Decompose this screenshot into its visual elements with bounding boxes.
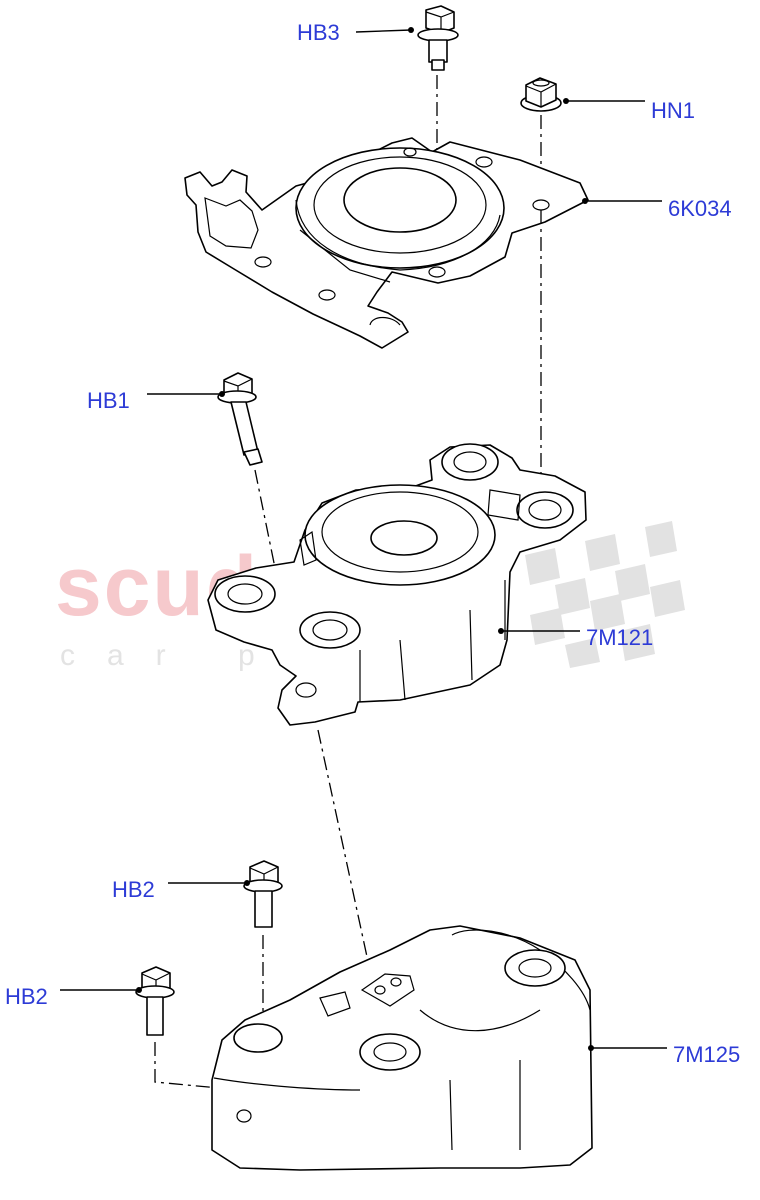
- label-hn1: HN1: [651, 98, 695, 123]
- checkered-flag-logo: [525, 521, 685, 668]
- label-7m121: 7M121: [586, 625, 653, 650]
- label-7m125: 7M125: [673, 1042, 740, 1067]
- callout-hb1: HB1: [87, 388, 225, 413]
- callout-hb2-lower: HB2: [5, 984, 142, 1009]
- label-hb1: HB1: [87, 388, 130, 413]
- callout-hb2-upper: HB2: [112, 877, 250, 902]
- callout-hn1: HN1: [563, 98, 695, 123]
- callout-6k034: 6K034: [582, 196, 732, 221]
- bolt-hb3[interactable]: [417, 5, 459, 71]
- bolt-hb2-lower[interactable]: [135, 966, 175, 1036]
- bolt-hb2-upper[interactable]: [243, 860, 283, 928]
- label-6k034: 6K034: [668, 196, 732, 221]
- bracket-6k034[interactable]: [184, 137, 589, 349]
- callout-7m125: 7M125: [588, 1042, 740, 1067]
- callout-hb3: HB3: [297, 20, 414, 45]
- label-hb3: HB3: [297, 20, 340, 45]
- engine-mount-7m121[interactable]: [207, 443, 587, 726]
- support-bracket-7m125[interactable]: [211, 925, 593, 1171]
- bolt-hb1[interactable]: [217, 372, 263, 466]
- label-hb2-upper: HB2: [112, 877, 155, 902]
- label-hb2-lower: HB2: [5, 984, 48, 1009]
- nut-hn1[interactable]: [520, 77, 562, 112]
- callout-7m121: 7M121: [498, 625, 653, 650]
